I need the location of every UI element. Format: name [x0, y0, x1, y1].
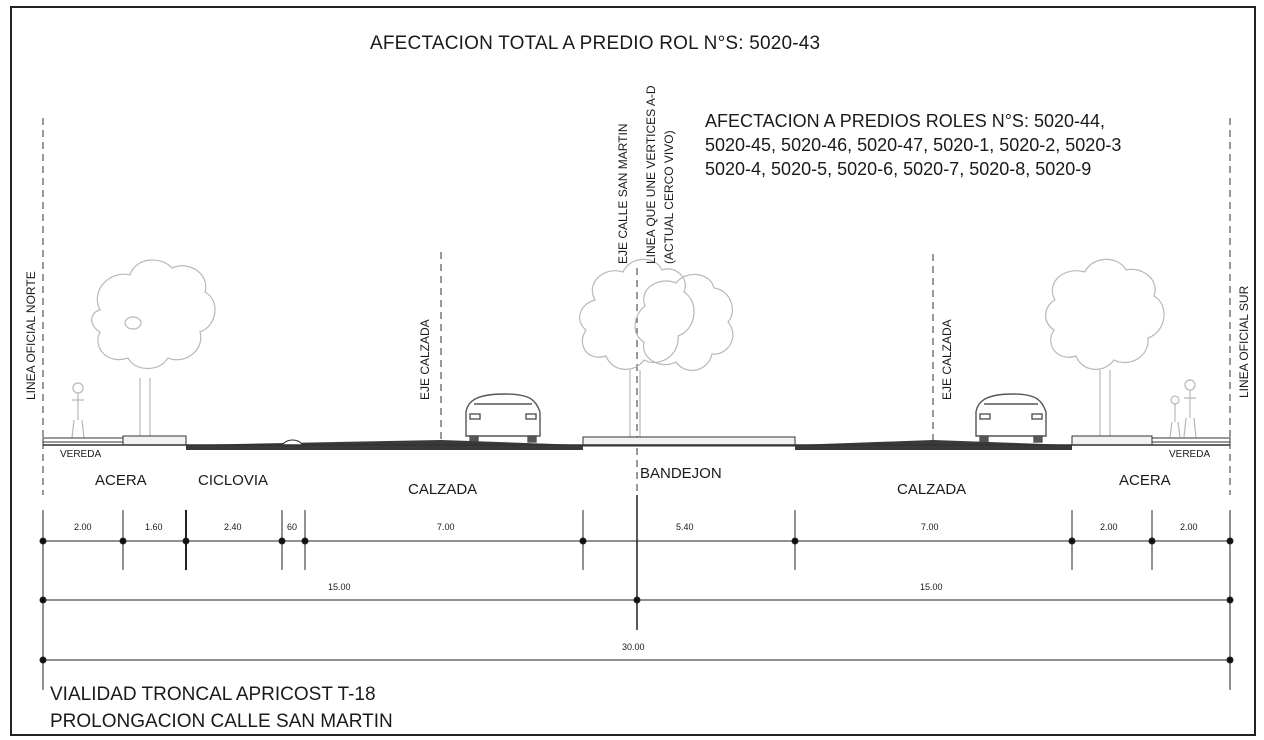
bandejon-strip: [582, 436, 796, 447]
dim-label: 15.00: [328, 582, 351, 592]
label-eje-calzada-left: EJE CALZADA: [418, 319, 432, 400]
car-right: [975, 393, 1047, 443]
dim-label: 5.40: [676, 522, 694, 532]
dim-dots-row3: [39, 656, 1234, 664]
label-linea-vertices: LINEA QUE UNE VERTICES A-D: [644, 85, 658, 265]
footer-line2: PROLONGACION CALLE SAN MARTIN: [50, 711, 393, 732]
dim-label: 7.00: [437, 522, 455, 532]
dim-label: 30.00: [622, 642, 645, 652]
zone-bandejon: BANDEJON: [640, 465, 722, 482]
footer-line1: VIALIDAD TRONCAL APRICOST T-18: [50, 684, 376, 705]
dim-label: 1.60: [145, 522, 163, 532]
dim-label: 2.40: [224, 522, 242, 532]
pedestrian-right: [1169, 379, 1197, 438]
curb-right: [1071, 435, 1153, 446]
dim-label: 7.00: [921, 522, 939, 532]
label-eje-san-martin: EJE CALLE SAN MARTIN: [616, 123, 630, 264]
zone-acera-left: ACERA: [95, 472, 147, 489]
dim-label: 60: [287, 522, 298, 532]
curb-left: [122, 435, 187, 446]
label-linea-oficial-sur: LINEA OFICIAL SUR: [1237, 285, 1251, 398]
tree-right: [1045, 258, 1165, 440]
dim-label: 2.00: [1180, 522, 1198, 532]
vereda-left-strip: [42, 437, 124, 443]
afectacion-roles-line1: AFECTACION A PREDIOS ROLES N°S: 5020-44,: [705, 111, 1105, 131]
vereda-right-strip: [1151, 437, 1231, 443]
dim-label: 2.00: [1100, 522, 1118, 532]
zone-vereda-left: VEREDA: [60, 449, 102, 460]
car-left: [465, 393, 541, 443]
label-linea-oficial-norte: LINEA OFICIAL NORTE: [24, 271, 38, 400]
drawing-frame: [10, 6, 1256, 736]
afectacion-roles-line2: 5020-45, 5020-46, 5020-47, 5020-1, 5020-…: [705, 135, 1122, 155]
tree-center-1: [579, 258, 695, 440]
label-actual-cerco: (ACTUAL CERCO VIVO): [662, 130, 676, 264]
label-eje-calzada-right: EJE CALZADA: [940, 319, 954, 400]
tree-left: [91, 259, 216, 440]
pedestrian-left: [71, 382, 85, 439]
dim-label: 15.00: [920, 582, 943, 592]
zone-calzada-right: CALZADA: [897, 481, 967, 498]
zone-acera-right: ACERA: [1119, 472, 1171, 489]
tree-center-2: [634, 274, 734, 371]
afectacion-roles-line3: 5020-4, 5020-5, 5020-6, 5020-7, 5020-8, …: [705, 159, 1092, 179]
zone-vereda-right: VEREDA: [1169, 449, 1211, 460]
dim-dots-row1: [39, 537, 1234, 545]
title-afectacion-total: AFECTACION TOTAL A PREDIO ROL N°S: 5020-…: [370, 33, 821, 54]
dim-dots-row2: [39, 596, 1234, 604]
road-profile: [42, 435, 1231, 450]
zone-ciclovia: CICLOVIA: [198, 472, 269, 489]
zone-calzada-left: CALZADA: [408, 481, 478, 498]
dim-label: 2.00: [74, 522, 92, 532]
